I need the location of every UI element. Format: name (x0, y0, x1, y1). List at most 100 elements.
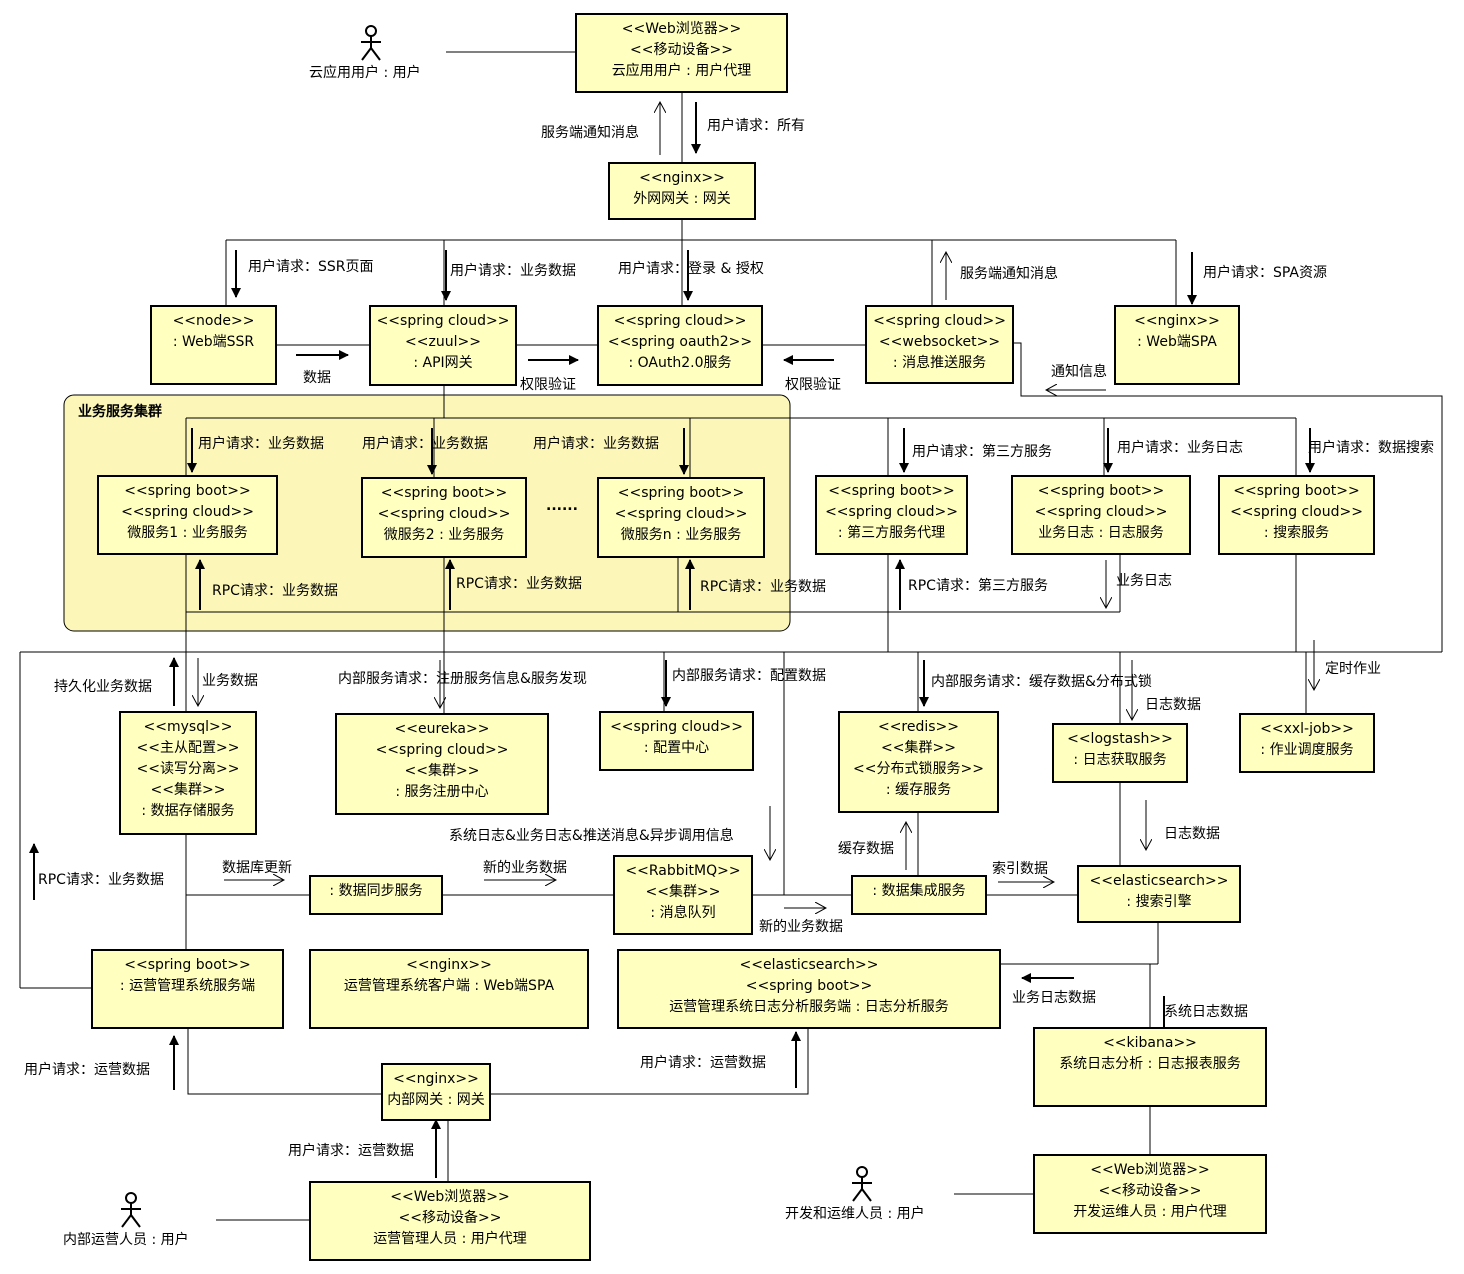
box-es-line: : 搜索引擎 (1126, 893, 1191, 910)
box-third: <<spring boot>><<spring cloud>>: 第三方服务代理 (815, 475, 968, 555)
box-msn-line: <<spring boot>> (618, 485, 744, 501)
label-sys-log-data: 系统日志数据 (1164, 1004, 1248, 1020)
box-xxljob-line: : 作业调度服务 (1260, 742, 1353, 758)
label-req-all: 用户请求：所有 (707, 117, 805, 134)
box-config-line: : 配置中心 (644, 740, 709, 756)
box-websocket-line: : 消息推送服务 (893, 354, 986, 371)
label-new-biz-sync: 新的业务数据 (483, 860, 567, 876)
label-req-bizlog: 用户请求：业务日志 (1117, 439, 1243, 456)
box-search-line: <<spring cloud>> (1230, 504, 1363, 520)
box-browser-cloud: <<Web浏览器>><<移动设备>>云应用用户 : 用户代理 (575, 13, 788, 93)
box-ms2-line: <<spring boot>> (381, 485, 507, 501)
box-datasync-line: : 数据同步服务 (329, 883, 422, 899)
box-log-analysis-frame (617, 949, 1001, 1029)
box-ms1-frame (97, 475, 278, 555)
box-dataint-line: : 数据集成服务 (872, 882, 965, 899)
box-rabbitmq: <<RabbitMQ>> <<集群>> : 消息队列 (613, 855, 753, 935)
box-nginx-spa: <<nginx>> : Web端SPA (1114, 305, 1240, 385)
box-third-line: <<spring cloud>> (825, 504, 958, 520)
box-browser-ops-frame (309, 1181, 591, 1261)
box-ms2-line: <<spring cloud>> (378, 506, 511, 522)
actor-dev-user-label: 开发和运维人员 : 用户 (785, 1205, 925, 1222)
box-mysql-frame (119, 711, 257, 835)
box-rabbitmq-line: <<RabbitMQ>> (625, 863, 740, 879)
label-log-data-es: 日志数据 (1164, 826, 1220, 842)
box-logstash-line: <<logstash>> (1067, 731, 1173, 747)
label-persist: 持久化业务数据 (54, 679, 152, 695)
label-svc-notify-ws: 服务端通知消息 (960, 265, 1058, 282)
box-eureka-line: <<spring cloud>> (376, 742, 509, 758)
box-browser-dev-line: <<Web浏览器>> (1090, 1162, 1209, 1178)
label-new-biz-int: 新的业务数据 (759, 919, 843, 935)
box-ops-server-line: : 运营管理系统服务端 (120, 978, 255, 994)
box-nginx-spa-line: : Web端SPA (1137, 334, 1217, 350)
box-browser-cloud-line: 云应用用户 : 用户代理 (612, 62, 752, 79)
box-bizlog-line: 业务日志 : 日志服务 (1038, 525, 1164, 541)
box-dataint: : 数据集成服务 (851, 875, 987, 915)
box-ms1-line: <<spring boot>> (124, 483, 250, 499)
box-xxljob-line: <<xxl-job>> (1260, 721, 1354, 737)
box-node-ssr-frame (150, 305, 277, 385)
box-websocket-frame (865, 305, 1014, 384)
label-req-biz-zuul: 用户请求：业务数据 (450, 262, 576, 279)
label-biz-log-data: 业务日志数据 (1012, 990, 1096, 1006)
label-data-ssr: 数据 (303, 370, 331, 386)
box-oauth-line: <<spring oauth2>> (608, 334, 752, 350)
box-eureka: <<eureka>><<spring cloud>><<集群>>: 服务注册中心 (335, 713, 549, 815)
box-redis-line: <<集群>> (881, 739, 956, 756)
box-ops-server: <<spring boot>> : 运营管理系统服务端 (91, 949, 284, 1029)
label-index-data: 索引数据 (992, 860, 1048, 877)
label-biz-data-mysql: 业务数据 (202, 673, 258, 689)
label-cache-data: 缓存数据 (838, 841, 894, 857)
box-ms1-line: <<spring cloud>> (121, 504, 254, 520)
box-mysql: <<mysql>><<主从配置>><<读写分离>><<集群>>: 数据存储服务 (119, 711, 257, 835)
box-config-line: <<spring cloud>> (610, 719, 743, 735)
box-zuul-line: <<spring cloud>> (377, 313, 510, 329)
box-mysql-line: : 数据存储服务 (141, 803, 234, 819)
label-notify-info: 通知信息 (1051, 363, 1107, 380)
label-rpc-ms1: RPC请求：业务数据 (212, 583, 338, 599)
box-browser-dev-line: 开发运维人员 : 用户代理 (1073, 1203, 1227, 1220)
box-ms2: <<spring boot>><<spring cloud>>微服务2 : 业务… (361, 477, 527, 558)
box-datasync-frame (309, 875, 443, 915)
box-bizlog-line: <<spring cloud>> (1035, 504, 1168, 520)
box-bizlog: <<spring boot>><<spring cloud>>业务日志 : 日志… (1011, 475, 1191, 555)
box-es: <<elasticsearch>>: 搜索引擎 (1077, 865, 1241, 923)
box-oauth-frame (597, 305, 763, 386)
label-int-eureka: 内部服务请求：注册服务信息&服务发现 (338, 670, 587, 687)
box-redis-frame (838, 711, 999, 813)
box-log-analysis: <<elasticsearch>><<spring boot>>运营管理系统日志… (617, 949, 1001, 1029)
box-zuul: <<spring cloud>><<zuul>>: API网关 (369, 305, 517, 386)
box-mysql-line: <<集群>> (151, 781, 226, 798)
box-nginx-int: <<nginx>>内部网关 : 网关 (381, 1063, 491, 1121)
box-mysql-line: <<主从配置>> (137, 740, 240, 756)
box-kibana-line: <<kibana>> (1103, 1035, 1197, 1051)
box-dataint-frame (851, 875, 987, 915)
box-logstash-frame (1052, 723, 1188, 783)
box-rabbitmq-frame (613, 855, 753, 935)
box-browser-cloud-line: <<Web浏览器>> (622, 21, 741, 37)
box-search-line: : 搜索服务 (1264, 524, 1329, 541)
label-svc-notify-top: 服务端通知消息 (541, 124, 639, 141)
box-nginx-ext-frame (608, 162, 756, 220)
edge-labels: 服务端通知消息 用户请求：所有 用户请求：SSR页面 用户请求：业务数据 用户请… (24, 117, 1434, 1159)
box-config: <<spring cloud>> : 配置中心 (599, 711, 754, 771)
label-req-biz-ms2: 用户请求：业务数据 (362, 435, 488, 452)
box-rabbitmq-line: <<集群>> (646, 883, 721, 900)
label-int-config: 内部服务请求：配置数据 (672, 668, 826, 684)
label-req-ssr: 用户请求：SSR页面 (248, 258, 374, 275)
actor-ops-user (121, 1192, 141, 1228)
box-search: <<spring boot>><<spring cloud>>: 搜索服务 (1218, 475, 1375, 555)
box-browser-ops-line: 运营管理人员 : 用户代理 (373, 1230, 527, 1247)
box-rabbitmq-line: : 消息队列 (650, 904, 715, 921)
box-ops-server-line: <<spring boot>> (124, 957, 250, 973)
box-nginx-int-frame (381, 1063, 491, 1121)
box-nginx-ext-line: 外网网关 : 网关 (633, 191, 731, 207)
label-log-data-logstash: 日志数据 (1145, 697, 1201, 713)
box-oauth-line: : OAuth2.0服务 (628, 355, 731, 371)
box-browser-cloud-frame (575, 13, 788, 93)
box-kibana-frame (1033, 1027, 1267, 1107)
label-db-update: 数据库更新 (222, 860, 292, 876)
box-third-frame (815, 475, 968, 555)
box-nginx-spa-line: <<nginx>> (1134, 313, 1220, 329)
